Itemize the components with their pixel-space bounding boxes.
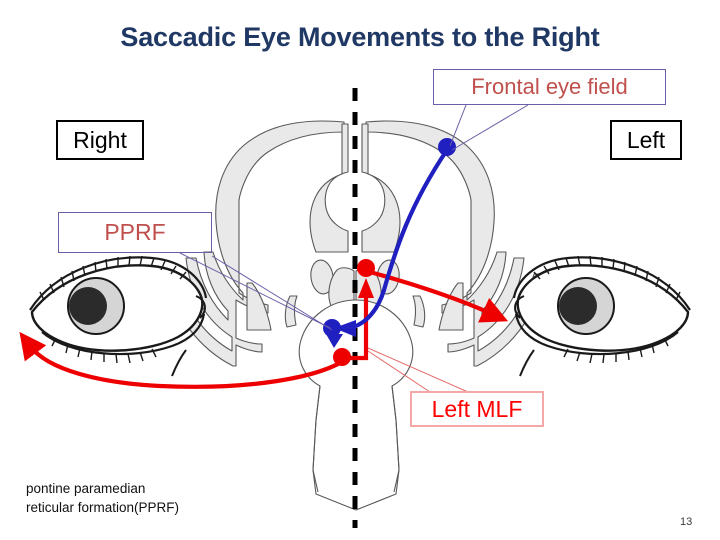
callout-left-mlf: Left MLF [410,391,544,427]
left-mlf-leader-lines [367,347,469,393]
right-eye-cheek-crease [171,349,187,377]
right-eye-lower-lid [41,313,206,356]
footnote-caption: pontine paramedian reticular formation(P… [26,481,180,515]
left-eye-pupil [559,287,597,325]
third-ventricle-left-icon [309,123,349,253]
node-pprf [323,319,341,337]
side-label-right-text: Right [73,126,127,153]
page-title: Saccadic Eye Movements to the Right [120,22,600,52]
temporal-horn-left-icon [284,295,298,328]
left-eye-lower-lid [514,313,679,356]
side-label-left-text: Left [626,126,666,153]
pprf-leader-lines [179,252,333,331]
callout-frontal-eye-field-text: Frontal eye field [471,74,628,99]
right-eye-caruncle [195,295,206,319]
mlf-ascending-arrowhead [358,278,374,298]
left-eye-cheek-crease [519,349,535,377]
side-label-left: Left [610,120,682,160]
small-triangle-right-icon [438,282,464,331]
pathway-frontal-eye-field-to-pprf [347,147,450,331]
page-number: 13 [680,516,693,528]
medulla-left-edge-icon [312,385,321,493]
side-label-right: Right [56,120,144,160]
callout-left-mlf-text: Left MLF [431,395,523,422]
pathway-to-right-lateral-rectus [19,331,351,389]
frontal-eye-field-leader-lines [449,104,529,151]
left-eye-icon [512,255,691,377]
node-abducens [333,348,351,366]
medulla-right-edge-icon [391,385,400,493]
right-eye-icon [29,255,208,377]
left-eye-caruncle [514,295,525,319]
pathway-to-left-medial-rectus [367,269,509,323]
node-left-mlf-upper [357,259,375,277]
callout-pprf: PPRF [58,212,212,253]
small-triangle-left-icon [246,282,272,331]
node-frontal-eye-field [438,138,456,156]
temporal-horn-right-icon [412,295,426,328]
third-ventricle-right-icon [361,123,401,253]
callout-frontal-eye-field: Frontal eye field [433,69,666,105]
callout-pprf-text: PPRF [104,219,166,245]
left-eye-lashes [533,255,681,364]
right-eye-lashes [39,255,187,364]
pprf-arrowhead [334,320,356,337]
pprf-stub-arrowhead [326,334,343,348]
right-eye-pupil [69,287,107,325]
